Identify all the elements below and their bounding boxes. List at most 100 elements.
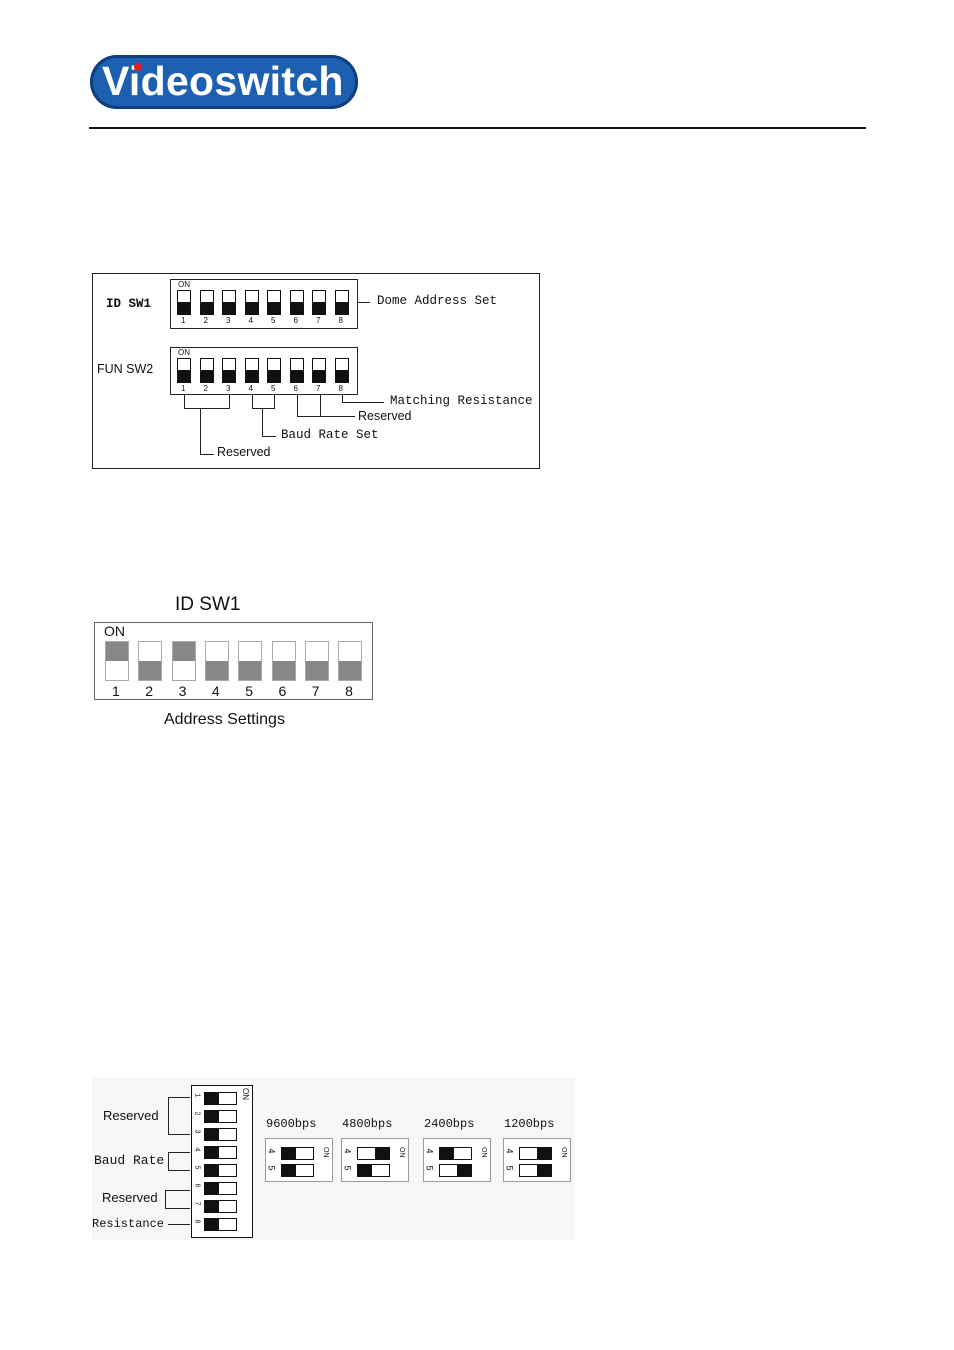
vertical-switch-5[interactable] bbox=[204, 1164, 237, 1177]
sw2-switch-2[interactable] bbox=[200, 358, 214, 383]
sw2-switch-number: 7 bbox=[316, 384, 320, 393]
sw2-switch-4[interactable] bbox=[245, 358, 259, 383]
baud-dip-switch[interactable] bbox=[439, 1164, 472, 1177]
sw2-switch-7[interactable] bbox=[312, 358, 326, 383]
fun-sw2-label: FUN SW2 bbox=[97, 362, 153, 376]
baud-option-box: ON 4 5 bbox=[503, 1138, 571, 1182]
sw2-switch-3[interactable] bbox=[222, 358, 236, 383]
address-settings-caption: Address Settings bbox=[164, 711, 285, 729]
header-divider bbox=[89, 127, 866, 129]
sw1-switch-number: 7 bbox=[316, 316, 320, 325]
sw1-switch-7[interactable] bbox=[312, 290, 326, 315]
dome-address-set-label: Dome Address Set bbox=[377, 294, 497, 308]
baud-switch-number: 4 bbox=[505, 1148, 515, 1153]
address-switch-number: 4 bbox=[212, 683, 220, 699]
sw1-switch-2[interactable] bbox=[200, 290, 214, 315]
vertical-switch-8[interactable] bbox=[204, 1218, 237, 1231]
vertical-switch-number: 3 bbox=[193, 1130, 200, 1134]
reserved-bottom-label: Reserved bbox=[102, 1190, 158, 1205]
baud-option-box: ON 4 5 bbox=[423, 1138, 491, 1182]
baud-on-label: ON bbox=[480, 1147, 487, 1158]
sw2-switch-number: 6 bbox=[294, 384, 298, 393]
baud-dip-switch[interactable] bbox=[519, 1164, 552, 1177]
sw1-switch-number: 1 bbox=[181, 316, 185, 325]
vertical-switch-4[interactable] bbox=[204, 1146, 237, 1159]
baud-rate-label: Baud Rate bbox=[94, 1153, 164, 1168]
address-switch-5[interactable] bbox=[238, 641, 262, 681]
sw2-switch-8[interactable] bbox=[335, 358, 349, 383]
baud-dip-switch[interactable] bbox=[281, 1164, 314, 1177]
vertical-switch-number: 4 bbox=[193, 1148, 200, 1152]
dip-switch-overview-figure: ID SW1 FUN SW2 ON 12345678 Dome Address … bbox=[92, 273, 540, 469]
vertical-switch-2[interactable] bbox=[204, 1110, 237, 1123]
sw2-switch-number: 3 bbox=[226, 384, 230, 393]
sw2-switch-number: 8 bbox=[339, 384, 343, 393]
vertical-switch-number: 2 bbox=[193, 1112, 200, 1116]
baud-option-label: 9600bps bbox=[266, 1117, 316, 1131]
sw2-switch-1[interactable] bbox=[177, 358, 191, 383]
matching-resistance-label: Matching Resistance bbox=[390, 394, 533, 408]
baud-switch-number: 4 bbox=[343, 1148, 353, 1153]
sw1-switch-number: 2 bbox=[204, 316, 208, 325]
baud-switch-number: 5 bbox=[267, 1165, 277, 1170]
address-switch-number: 2 bbox=[145, 683, 153, 699]
sw1-switch-6[interactable] bbox=[290, 290, 304, 315]
baud-on-label: ON bbox=[560, 1147, 567, 1158]
address-switch-6[interactable] bbox=[272, 641, 296, 681]
vertical-dip-switch: ON 12345678 bbox=[191, 1085, 253, 1238]
address-switch-4[interactable] bbox=[205, 641, 229, 681]
sw1-switch-5[interactable] bbox=[267, 290, 281, 315]
address-switch-number: 7 bbox=[312, 683, 320, 699]
baud-option-label: 1200bps bbox=[504, 1117, 554, 1131]
reserved-lower-label: Reserved bbox=[217, 445, 271, 459]
vertical-switch-1[interactable] bbox=[204, 1092, 237, 1105]
vertical-switch-3[interactable] bbox=[204, 1128, 237, 1141]
vertical-switch-number: 5 bbox=[193, 1166, 200, 1170]
vertical-switch-number: 7 bbox=[193, 1202, 200, 1206]
sw1-switch-3[interactable] bbox=[222, 290, 236, 315]
address-switch-2[interactable] bbox=[138, 641, 162, 681]
baud-rate-figure: Reserved Baud Rate Reserved Resistance O… bbox=[92, 1077, 575, 1240]
baud-switch-number: 5 bbox=[505, 1165, 515, 1170]
address-switch-1[interactable] bbox=[105, 641, 129, 681]
address-switch-8[interactable] bbox=[338, 641, 362, 681]
vertical-switch-6[interactable] bbox=[204, 1182, 237, 1195]
sw2-on-label: ON bbox=[178, 348, 190, 357]
sw1-switch-1[interactable] bbox=[177, 290, 191, 315]
reserved-upper-label: Reserved bbox=[358, 409, 412, 423]
sw1-switch-4[interactable] bbox=[245, 290, 259, 315]
id-sw1-switch-block: ON 12345678 bbox=[170, 279, 358, 329]
sw1-switch-number: 8 bbox=[339, 316, 343, 325]
vertical-switch-7[interactable] bbox=[204, 1200, 237, 1213]
baud-switch-number: 5 bbox=[343, 1165, 353, 1170]
baud-switch-number: 4 bbox=[425, 1148, 435, 1153]
baud-option-label: 4800bps bbox=[342, 1117, 392, 1131]
baud-dip-switch[interactable] bbox=[357, 1147, 390, 1160]
address-switch-3[interactable] bbox=[172, 641, 196, 681]
sw1-switch-number: 6 bbox=[294, 316, 298, 325]
baud-dip-switch[interactable] bbox=[519, 1147, 552, 1160]
vertical-switch-number: 8 bbox=[193, 1220, 200, 1224]
sw1-switch-number: 3 bbox=[226, 316, 230, 325]
address-switch-number: 6 bbox=[279, 683, 287, 699]
sw2-switch-number: 2 bbox=[204, 384, 208, 393]
baud-on-label: ON bbox=[322, 1147, 329, 1158]
address-switch-7[interactable] bbox=[305, 641, 329, 681]
sw2-switch-number: 1 bbox=[181, 384, 185, 393]
resistance-label: Resistance bbox=[92, 1217, 164, 1231]
sw2-switch-number: 4 bbox=[249, 384, 253, 393]
address-switch-block: ON 12345678 bbox=[94, 622, 373, 700]
baud-switch-number: 4 bbox=[267, 1148, 277, 1153]
baud-dip-switch[interactable] bbox=[439, 1147, 472, 1160]
sw2-switch-6[interactable] bbox=[290, 358, 304, 383]
sw1-switch-number: 5 bbox=[271, 316, 275, 325]
address-switch-number: 8 bbox=[345, 683, 353, 699]
sw2-switch-5[interactable] bbox=[267, 358, 281, 383]
address-switch-number: 5 bbox=[245, 683, 253, 699]
sw1-switch-8[interactable] bbox=[335, 290, 349, 315]
baud-dip-switch[interactable] bbox=[281, 1147, 314, 1160]
baud-dip-switch[interactable] bbox=[357, 1164, 390, 1177]
baud-switch-number: 5 bbox=[425, 1165, 435, 1170]
